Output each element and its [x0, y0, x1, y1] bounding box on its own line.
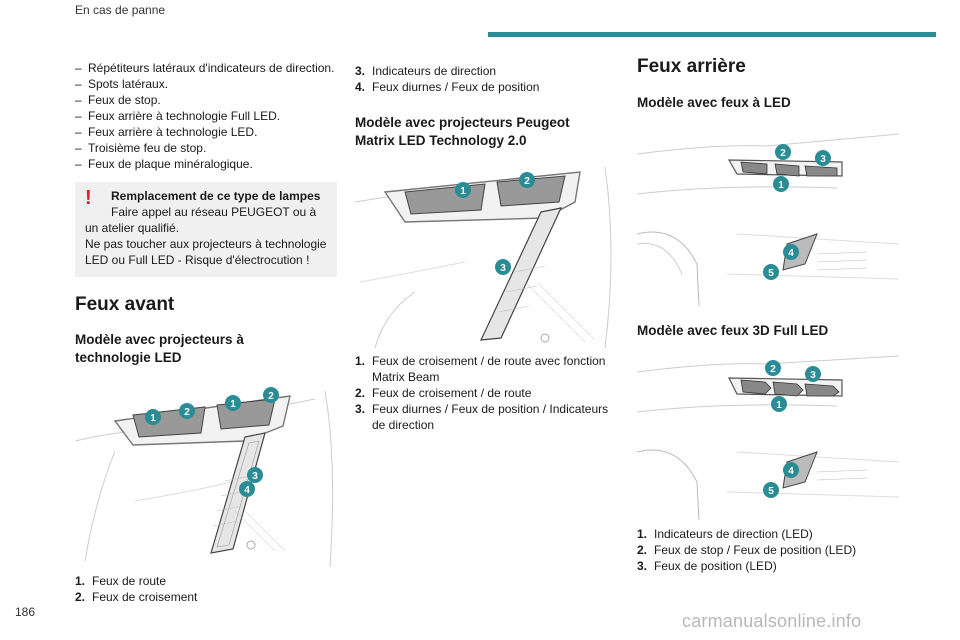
header-accent-bar	[488, 32, 936, 37]
lamp-list: Répétiteurs latéraux d'indicateurs de di…	[75, 60, 337, 172]
legend-item: 1.Indicateurs de direction (LED)	[637, 527, 813, 541]
legend-item: 4.Feux diurnes / Feux de position	[355, 80, 540, 94]
callout-label: 3	[500, 263, 506, 274]
front-led-legend: 1.Feux de route 2.Feux de croisement	[75, 573, 337, 605]
model-title: Modèle avec projecteurs à	[75, 332, 244, 347]
legend-item: 1.Feux de route	[75, 574, 167, 588]
callout-label: 2	[524, 176, 530, 187]
section-header: En cas de panne	[75, 3, 166, 17]
callout-badge	[495, 259, 511, 275]
list-item: Feux arrière à technologie LED.	[75, 124, 337, 140]
callout-badge	[783, 462, 799, 478]
callout-badge	[771, 396, 787, 412]
model-title: technologie LED	[75, 350, 182, 365]
column-3: Feux arrière Modèle avec feux à LED	[637, 55, 899, 574]
legend-item: 1.Feux de croisement / de route avec fon…	[355, 354, 606, 384]
callout-badge	[805, 366, 821, 382]
model-title: Matrix LED Technology 2.0	[355, 133, 527, 148]
page-number: 186	[15, 605, 36, 619]
column-2: 3.Indicateurs de direction 4.Feux diurne…	[355, 63, 617, 433]
model-title: Modèle avec projecteurs Peugeot	[355, 115, 570, 130]
callout-label: 4	[788, 466, 794, 477]
warning-box: ! Remplacement de ce type de lampes Fair…	[75, 182, 337, 277]
callout-label: 3	[252, 471, 258, 482]
callout-badge	[455, 182, 471, 198]
callout-badge	[519, 172, 535, 188]
watermark: carmanualsonline.info	[682, 611, 862, 631]
callout-label: 1	[460, 186, 466, 197]
callout-label: 1	[776, 400, 782, 411]
matrix-led-legend: 1.Feux de croisement / de route avec fon…	[355, 353, 617, 433]
list-item: Feux arrière à technologie Full LED.	[75, 108, 337, 124]
legend-item: 2.Feux de croisement / de route	[355, 386, 532, 400]
front-led-legend-continued: 3.Indicateurs de direction 4.Feux diurne…	[355, 63, 617, 95]
callout-label: 2	[268, 391, 274, 402]
legend-item: 3.Feux de position (LED)	[637, 559, 777, 573]
callout-label: 5	[768, 268, 774, 279]
callout-label: 2	[770, 364, 776, 375]
callout-badge	[763, 264, 779, 280]
warning-text: un atelier qualifié.	[85, 221, 180, 235]
section-title-front: Feux avant	[75, 294, 175, 315]
callout-badge	[765, 360, 781, 376]
legend-item: 2.Feux de croisement	[75, 590, 198, 604]
callout-label: 1	[150, 413, 156, 424]
legend-item: 3.Indicateurs de direction	[355, 64, 497, 78]
model-title: Modèle avec feux 3D Full LED	[637, 323, 829, 338]
callout-label: 3	[820, 154, 826, 165]
list-item: Troisième feu de stop.	[75, 140, 337, 156]
column-1: Répétiteurs latéraux d'indicateurs de di…	[75, 60, 337, 605]
callout-label: 4	[788, 248, 794, 259]
rear-3d-full-led-figure: 2 3 1 4 5	[637, 352, 899, 520]
list-item: Spots latéraux.	[75, 76, 337, 92]
rear-led-figure: 2 3 1 4 5	[637, 124, 899, 306]
legend-item: 2.Feux de stop / Feux de position (LED)	[637, 543, 857, 557]
warning-text: Ne pas toucher aux projecteurs à technol…	[85, 237, 327, 251]
section-title-rear: Feux arrière	[637, 56, 746, 77]
callout-badge	[775, 144, 791, 160]
callout-badge	[815, 150, 831, 166]
callout-label: 5	[768, 486, 774, 497]
callout-badges	[145, 387, 279, 497]
list-item: Répétiteurs latéraux d'indicateurs de di…	[75, 60, 337, 76]
matrix-led-headlamp-figure: 1 2 3	[355, 162, 617, 348]
front-led-headlamp-figure: 1 2 1 2 3 4	[75, 381, 337, 567]
warning-title: Remplacement de ce type de lampes	[111, 189, 321, 203]
callout-label: 4	[244, 485, 250, 496]
warning-text: LED ou Full LED - Risque d'électrocution…	[85, 253, 310, 267]
callout-label: 2	[780, 148, 786, 159]
callout-label: 1	[230, 399, 236, 410]
callout-label: 2	[184, 407, 190, 418]
taillamp-illustration: 2 3 1 4 5	[637, 133, 899, 306]
list-item: Feux de stop.	[75, 92, 337, 108]
warning-icon: !	[85, 187, 92, 209]
headlamp-illustration: 1 2 3	[355, 166, 612, 348]
rear-legend: 1.Indicateurs de direction (LED) 2.Feux …	[637, 526, 899, 574]
callout-label: 1	[778, 180, 784, 191]
list-item: Feux de plaque minéralogique.	[75, 156, 337, 172]
callout-label: 3	[810, 370, 816, 381]
headlamp-illustration: 1 2 1 2 3 4	[75, 387, 334, 567]
model-title: Modèle avec feux à LED	[637, 95, 791, 110]
taillamp-illustration: 2 3 1 4 5	[637, 355, 899, 520]
callout-badge	[783, 244, 799, 260]
callout-badge	[763, 482, 779, 498]
callout-badge	[773, 176, 789, 192]
legend-item: 3.Feux diurnes / Feux de position / Indi…	[355, 402, 609, 432]
warning-text: Faire appel au réseau PEUGEOT ou à	[111, 205, 317, 219]
